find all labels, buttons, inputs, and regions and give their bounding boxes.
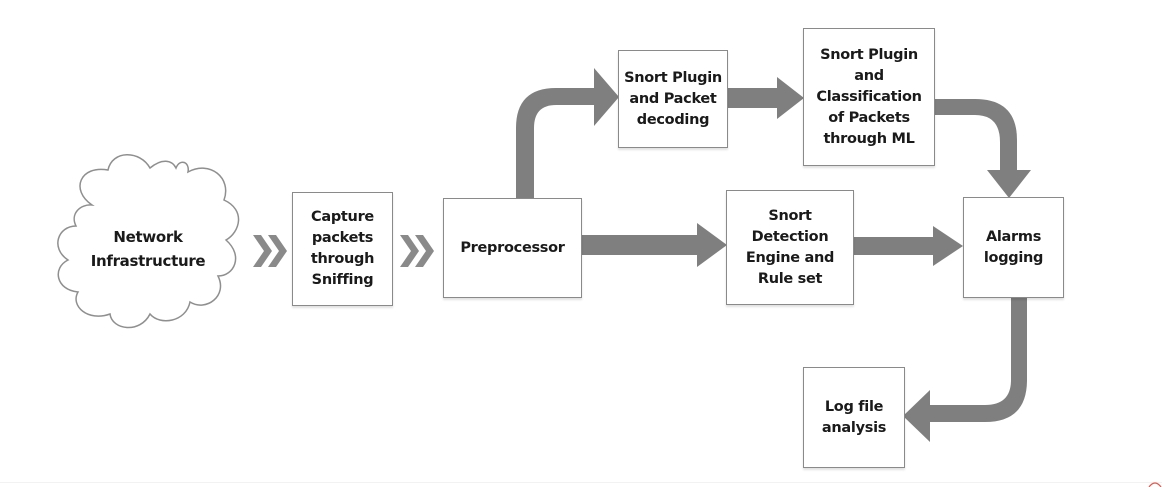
chevron-icon bbox=[415, 235, 434, 267]
chevron-icon bbox=[253, 235, 272, 267]
arrow-classification-to-alarms bbox=[934, 99, 1031, 198]
double-chevron-arrow-1 bbox=[253, 235, 287, 267]
network-cloud-shape bbox=[57, 154, 240, 329]
node-plugin-classification-ml: Snort Plugin and Classification of Packe… bbox=[803, 28, 935, 166]
arrow-preprocessor-to-detection bbox=[581, 223, 727, 267]
arrow-decoding-to-classification bbox=[727, 77, 804, 119]
detection-engine-label: Snort Detection Engine and Rule set bbox=[745, 207, 835, 287]
arrow-preprocessor-to-decoding bbox=[516, 68, 619, 198]
node-alarms-logging: Alarms logging bbox=[963, 197, 1064, 298]
node-preprocessor: Preprocessor bbox=[443, 198, 582, 298]
double-chevron-arrow-2 bbox=[400, 235, 434, 267]
corner-logo-icon bbox=[1148, 482, 1162, 487]
node-detection-engine: Snort Detection Engine and Rule set bbox=[726, 190, 854, 305]
arrow-detection-to-alarms bbox=[853, 226, 963, 266]
bottom-divider bbox=[0, 482, 1162, 483]
network-infrastructure-label: Network Infrastructure bbox=[90, 228, 206, 270]
plugin-packet-decoding-label: Snort Plugin and Packet decoding bbox=[624, 69, 722, 128]
arrow-alarms-to-logfile bbox=[903, 297, 1027, 442]
chevron-icon bbox=[400, 235, 419, 267]
alarms-logging-label: Alarms logging bbox=[983, 228, 1044, 266]
capture-packets-label: Capture packets through Sniffing bbox=[310, 209, 375, 288]
node-plugin-packet-decoding: Snort Plugin and Packet decoding bbox=[618, 50, 728, 148]
node-capture-packets: Capture packets through Sniffing bbox=[292, 192, 393, 306]
plugin-classification-ml-label: Snort Plugin and Classification of Packe… bbox=[816, 46, 922, 147]
node-log-file-analysis: Log file analysis bbox=[803, 367, 905, 468]
preprocessor-label: Preprocessor bbox=[460, 239, 565, 256]
log-file-analysis-label: Log file analysis bbox=[821, 398, 887, 436]
chevron-icon bbox=[268, 235, 287, 267]
